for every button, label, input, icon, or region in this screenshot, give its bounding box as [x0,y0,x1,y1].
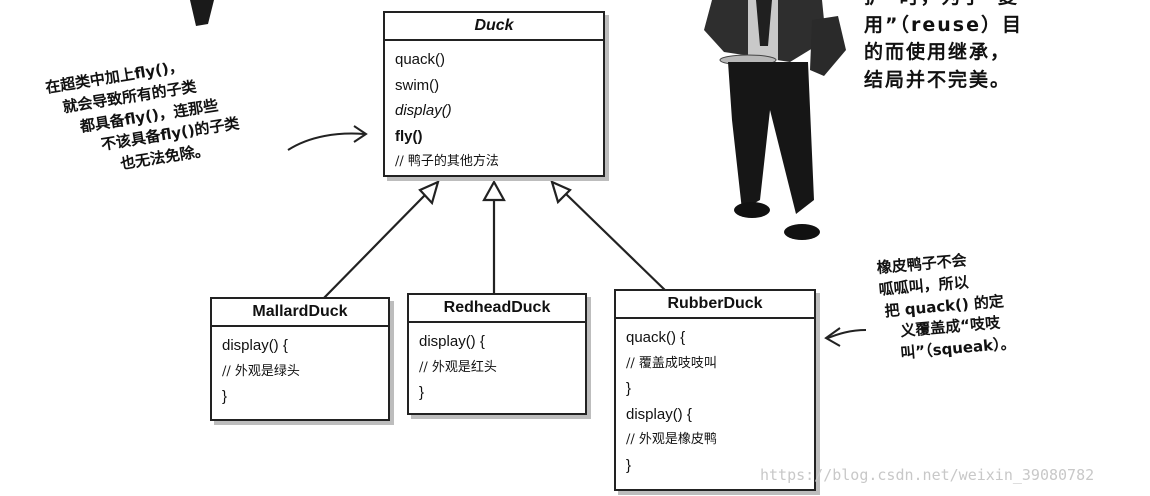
other-methods-comment: // 鸭子的其他方法 [395,154,499,169]
code-comment: // 覆盖成吱吱叫 [626,355,717,371]
code-line: } [419,384,425,401]
mallard-duck-box: MallardDuck display() { // 外观是绿头 } [210,297,390,421]
code-line: display() { [419,333,485,350]
code-comment: // 外观是红头 [419,359,497,375]
code-line: display() { [222,337,288,354]
annotation-line: 结局并不完美。 [864,68,1012,91]
method-quack: quack() [395,51,446,68]
code-line: } [222,388,228,405]
method-fly: fly() [395,127,423,145]
annotation-line: 用”（reuse）目 [864,13,1023,36]
annotation-line: 的而使用继承， [864,41,1012,64]
code-line: quack() { [626,329,686,346]
rubber-class-name: RubberDuck [616,291,814,319]
watermark: https://blog.csdn.net/weixin_39080782 [760,466,1095,484]
redhead-class-name: RedheadDuck [409,295,585,323]
mallard-class-name: MallardDuck [212,299,388,327]
duck-superclass-box: Duck quack() swim() display() fly() // 鸭… [383,11,605,177]
top-right-annotation: 护”时，为了“复 用”（reuse）目 的而使用继承， 结局并不完美。 [864,0,1023,94]
code-line: } [626,456,632,474]
duck-methods: quack() swim() display() fly() // 鸭子的其他方… [385,41,603,181]
method-display: display() [395,102,452,119]
rubber-duck-box: RubberDuck quack() { // 覆盖成吱吱叫 } display… [614,289,816,491]
code-line: } [626,380,632,397]
code-line: display() { [626,405,692,423]
annotation-arrows [287,125,867,347]
person-figure [704,0,846,240]
code-comment: // 外观是绿头 [222,363,300,379]
method-swim: swim() [395,76,440,94]
annotation-line: 护”时，为了“复 [864,0,1023,12]
rubber-duck-annotation: 橡皮鸭子不会 呱呱叫，所以 把 quack() 的定 义覆盖成“吱吱 叫”（sq… [876,247,1016,367]
generalization-arrows [321,179,669,301]
duck-class-name: Duck [385,13,603,41]
redhead-duck-box: RedheadDuck display() { // 外观是红头 } [407,293,587,415]
figure-fragment-left [190,0,214,26]
code-comment: // 外观是橡皮鸭 [626,432,717,447]
